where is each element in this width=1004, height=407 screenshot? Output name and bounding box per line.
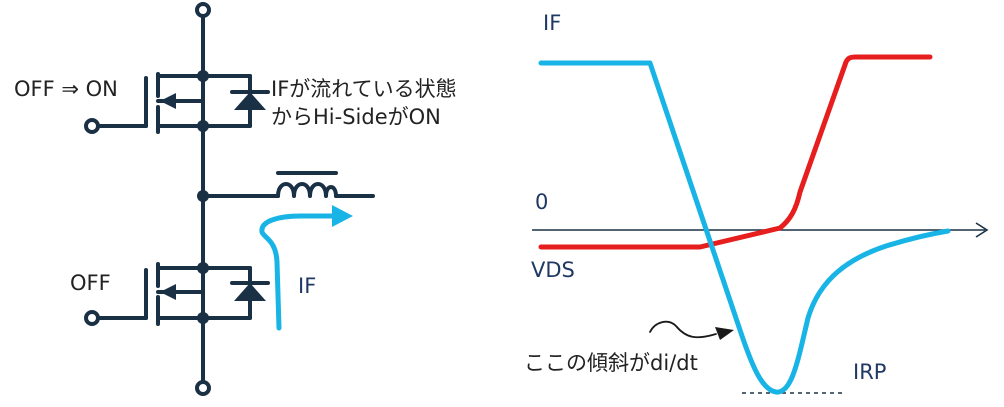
time-axis — [532, 222, 989, 238]
note-line-1: IFが流れている状態 — [271, 77, 457, 101]
slope-annotation-leader — [649, 320, 734, 340]
inductor — [201, 171, 375, 198]
waveform-if-label: IF — [543, 11, 562, 35]
junction-dot — [197, 262, 209, 274]
low-side-diode-triangle — [234, 283, 266, 301]
low-side-gate-terminal — [84, 310, 100, 326]
bottom-terminal — [195, 380, 211, 396]
axis-arrow-icon — [975, 222, 989, 238]
low-side-mosfet — [90, 262, 252, 326]
low-side-arrow-icon — [160, 284, 176, 300]
note-line-2: からHi-SideがON — [271, 105, 441, 129]
terminals — [84, 2, 211, 396]
circuit-fills — [160, 70, 266, 324]
circuit-current-label: IF — [298, 274, 317, 298]
junction-dot — [197, 70, 209, 82]
if-waveform — [538, 60, 951, 395]
waveform-irp-label: IRP — [853, 360, 887, 384]
label-off-on: OFF ⇒ ON — [14, 77, 118, 101]
junction-dot — [197, 190, 209, 202]
label-off: OFF — [70, 271, 111, 295]
top-terminal — [195, 2, 211, 18]
vds-waveform — [538, 54, 933, 250]
half-bridge-circuit — [90, 10, 375, 389]
current-arrowhead-icon — [332, 205, 353, 227]
junction-dot — [197, 120, 209, 132]
high-side-arrow-icon — [160, 93, 176, 109]
waveform-zero-label: 0 — [535, 190, 549, 214]
high-side-diode-triangle — [234, 92, 266, 110]
leader-arrowhead-icon — [715, 327, 734, 340]
high-side-mosfet — [90, 72, 252, 134]
high-side-gate-terminal — [84, 118, 100, 134]
junction-dot — [197, 312, 209, 324]
slope-note: ここの傾斜がdi/dt — [524, 351, 698, 375]
freewheel-current-arrow — [259, 205, 353, 331]
waveform-vds-label: VDS — [531, 258, 575, 282]
